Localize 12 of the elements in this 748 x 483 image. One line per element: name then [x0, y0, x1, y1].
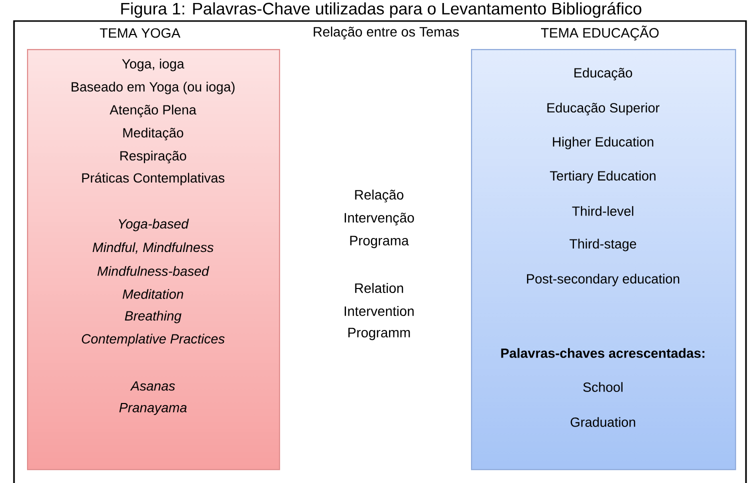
node-label: TEMA YOGA	[100, 28, 180, 38]
figure-title: Figura 1: Palavras-Chave utilizadas para o Levantamento Bibliográfico	[121, 2, 642, 18]
relation-term: Relation	[355, 283, 404, 293]
column-heading: Relação entre os Temas	[314, 26, 459, 40]
node-label: TEMA EDUCAÇÃO	[541, 26, 659, 40]
keyword-panel: TEMA YOGA Yoga, ioga Baseado em Yoga (ou ioga) Atenção Plena Meditação Respiração Práticas Contemplativas Yoga-based Mindful, Mindfulness Mindfulness-based Meditation Breathing Contemplative Practices Asanas Pranayama	[27, 28, 280, 470]
relation-term: Intervenção	[344, 212, 414, 226]
relation-term: Programm	[348, 328, 410, 340]
relation-term: Programa	[350, 236, 409, 248]
keyword-panel: TEMA EDUCAÇÃO Educação Educação Superior Higher Education Tertiary Education Third-level Third-stage Post-secondary education Palavras-chaves acrescentadas: School Graduation	[471, 26, 736, 470]
relation-term: Intervention	[344, 306, 414, 316]
relation-term: Relação	[355, 190, 404, 202]
